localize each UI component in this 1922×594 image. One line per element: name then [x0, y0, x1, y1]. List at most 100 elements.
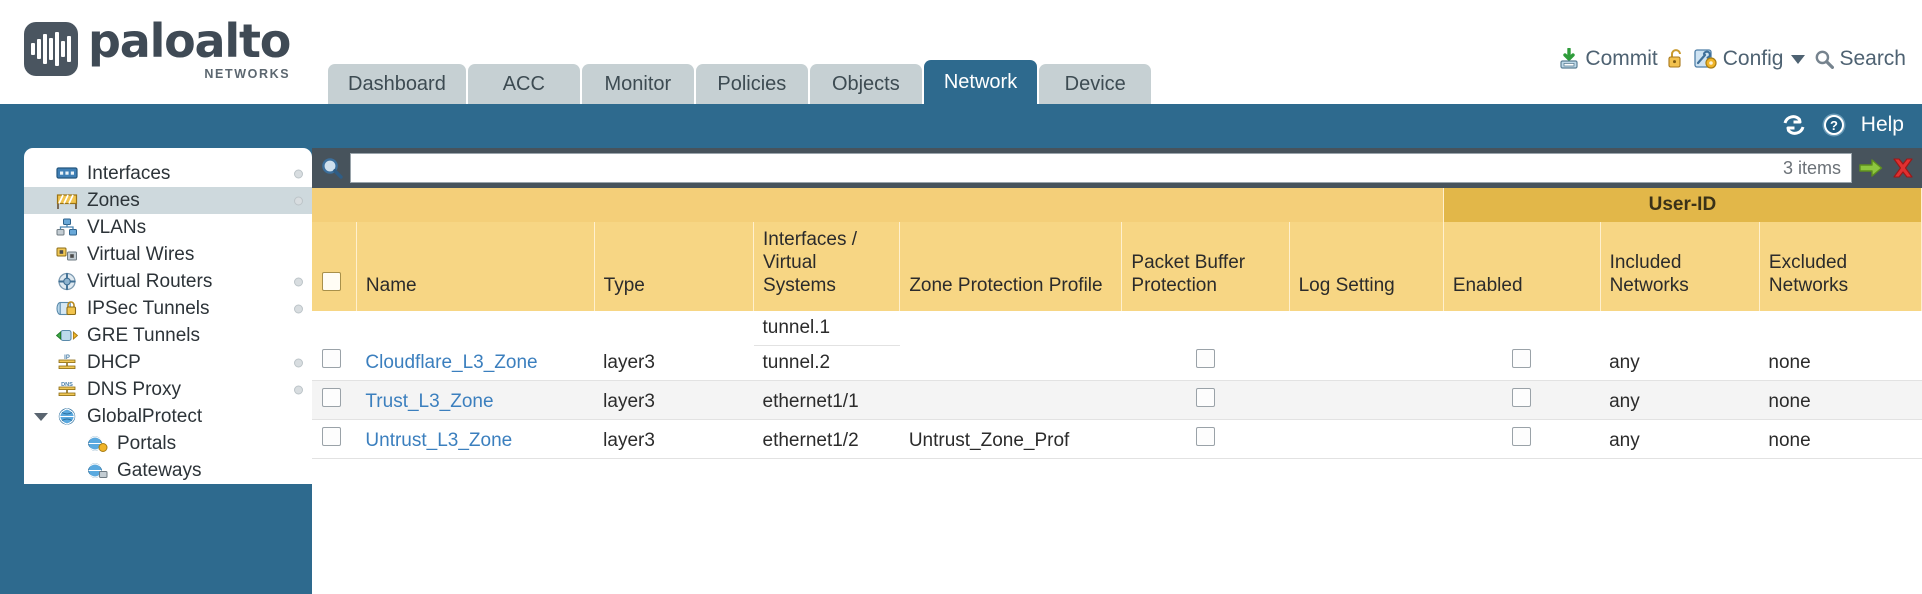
cell-name[interactable]: Untrust_L3_Zone	[356, 419, 595, 459]
commit-label: Commit	[1585, 47, 1658, 70]
packet-buffer-protection-checkbox[interactable]	[1195, 387, 1215, 407]
network-sidebar: Interfaces Zones VLANs Vir	[24, 148, 312, 484]
cell-packet-buffer-protection[interactable]	[1121, 380, 1290, 420]
cell-log-setting	[1289, 419, 1444, 459]
search-label: Search	[1839, 47, 1906, 70]
sidebar-item-globalprotect[interactable]: GlobalProtect	[24, 403, 312, 430]
config-menu[interactable]: Config	[1694, 47, 1806, 71]
tab-network[interactable]: Network	[923, 60, 1038, 104]
row-select-cell[interactable]	[312, 310, 357, 381]
tab-device[interactable]: Device	[1039, 64, 1152, 104]
cell-interfaces: ethernet1/1	[753, 380, 900, 420]
svg-text:?: ?	[1830, 118, 1838, 133]
sidebar-item-ipsec-tunnels[interactable]: IPSec Tunnels	[24, 295, 312, 322]
cell-enabled[interactable]	[1443, 419, 1601, 459]
table-row[interactable]: Untrust_L3_Zone layer3 ethernet1/2 Untru…	[312, 419, 1922, 459]
brand-tagline: NETWORKS	[204, 67, 291, 81]
sidebar-item-indicator	[294, 169, 303, 178]
column-header-type[interactable]: Type	[594, 222, 755, 311]
brand-name: paloalto	[88, 14, 291, 68]
sidebar-item-virtual-wires[interactable]: Virtual Wires	[24, 241, 312, 268]
tab-acc[interactable]: ACC	[467, 64, 580, 104]
packet-buffer-protection-checkbox[interactable]	[1195, 426, 1215, 446]
sidebar-item-label: GRE Tunnels	[87, 324, 200, 346]
packet-buffer-protection-checkbox[interactable]	[1195, 348, 1215, 368]
cell-name[interactable]: Cloudflare_L3_Zone	[356, 310, 595, 381]
sidebar-item-vlans[interactable]: VLANs	[24, 214, 312, 241]
help-label[interactable]: Help	[1860, 113, 1904, 136]
cell-excluded-networks: none	[1759, 419, 1922, 459]
search-button[interactable]: Search	[1814, 47, 1906, 71]
vlans-icon	[56, 218, 78, 237]
sidebar-item-label: DHCP	[87, 351, 141, 373]
column-header-log-setting[interactable]: Log Setting	[1289, 222, 1444, 311]
column-header-included-networks[interactable]: Included Networks	[1600, 222, 1760, 311]
zones-icon	[56, 191, 78, 210]
sidebar-item-dns-proxy[interactable]: DNS DNS Proxy	[24, 376, 312, 403]
sidebar-item-label: Virtual Wires	[87, 243, 195, 265]
row-checkbox[interactable]	[322, 348, 341, 368]
select-all-header[interactable]	[312, 222, 357, 311]
sidebar-item-dhcp[interactable]: IP DHCP	[24, 349, 312, 376]
zone-name-link[interactable]: Cloudflare_L3_Zone	[365, 351, 538, 373]
sidebar-item-virtual-routers[interactable]: Virtual Routers	[24, 268, 312, 295]
svg-text:DNS: DNS	[61, 382, 73, 388]
table-row[interactable]: Cloudflare_L3_Zone layer3 tunnel.1 tunne…	[312, 310, 1922, 381]
row-checkbox[interactable]	[322, 426, 341, 446]
user-id-enabled-checkbox[interactable]	[1512, 348, 1532, 368]
cell-name[interactable]: Trust_L3_Zone	[356, 380, 595, 420]
cell-enabled[interactable]	[1443, 310, 1601, 381]
group-header-spacer	[312, 188, 1444, 222]
tab-objects[interactable]: Objects	[809, 64, 922, 104]
column-header-interfaces[interactable]: Interfaces / Virtual Systems	[753, 222, 901, 311]
refresh-icon[interactable]	[1781, 113, 1807, 137]
body-area: Interfaces Zones VLANs Vir	[0, 148, 1922, 594]
zone-name-link[interactable]: Untrust_L3_Zone	[365, 429, 513, 451]
cell-excluded-networks: none	[1759, 380, 1922, 420]
cell-log-setting	[1289, 310, 1444, 381]
column-header-zone-protection-profile[interactable]: Zone Protection Profile	[899, 222, 1123, 311]
cell-packet-buffer-protection[interactable]	[1121, 310, 1290, 381]
sidebar-item-gre-tunnels[interactable]: GRE Tunnels	[24, 322, 312, 349]
zone-name-link[interactable]: Trust_L3_Zone	[365, 390, 494, 412]
row-checkbox[interactable]	[322, 387, 341, 407]
user-id-enabled-checkbox[interactable]	[1512, 426, 1532, 446]
column-header-enabled[interactable]: Enabled	[1443, 222, 1601, 311]
cell-included-networks: any	[1600, 310, 1760, 381]
config-label: Config	[1722, 47, 1784, 70]
cell-packet-buffer-protection[interactable]	[1121, 419, 1290, 459]
column-header-name[interactable]: Name	[356, 222, 595, 311]
search-input[interactable]: 3 items	[350, 153, 1852, 183]
sidebar-item-label: IPSec Tunnels	[87, 297, 210, 319]
sidebar-item-zones[interactable]: Zones	[24, 187, 312, 214]
sidebar-item-interfaces[interactable]: Interfaces	[24, 160, 312, 187]
apply-filter-button[interactable]	[1858, 156, 1884, 180]
clear-filter-button[interactable]	[1890, 156, 1916, 180]
chevron-down-icon[interactable]	[34, 412, 48, 421]
cell-included-networks: any	[1600, 419, 1760, 459]
table-row[interactable]: Trust_L3_Zone layer3 ethernet1/1 any non…	[312, 380, 1922, 420]
search-magnifier-icon[interactable]	[320, 156, 344, 180]
sidebar-item-label: GlobalProtect	[87, 405, 203, 427]
help-question-icon[interactable]: ?	[1821, 112, 1847, 138]
sidebar-item-gateways[interactable]: Gateways	[24, 457, 312, 484]
brand-logo: paloalto NETWORKS	[24, 14, 291, 81]
virtual-wires-icon	[56, 245, 78, 264]
sidebar-item-portals[interactable]: Portals	[24, 430, 312, 457]
cell-enabled[interactable]	[1443, 380, 1601, 420]
column-header-excluded-networks[interactable]: Excluded Networks	[1759, 222, 1922, 311]
row-select-cell[interactable]	[312, 419, 357, 459]
dhcp-icon: IP	[56, 353, 78, 372]
cell-type: layer3	[594, 419, 754, 459]
commit-button[interactable]: Commit	[1558, 47, 1658, 71]
row-select-cell[interactable]	[312, 380, 357, 420]
tab-dashboard[interactable]: Dashboard	[328, 64, 466, 104]
select-all-checkbox[interactable]	[322, 272, 341, 292]
item-count-label: 3 items	[1782, 157, 1841, 178]
tab-policies[interactable]: Policies	[695, 64, 808, 104]
tab-monitor[interactable]: Monitor	[581, 64, 694, 104]
sidebar-item-indicator	[294, 277, 303, 286]
user-id-enabled-checkbox[interactable]	[1512, 387, 1532, 407]
column-header-packet-buffer-protection[interactable]: Packet Buffer Protection	[1121, 222, 1290, 311]
unlock-icon[interactable]	[1667, 48, 1685, 70]
